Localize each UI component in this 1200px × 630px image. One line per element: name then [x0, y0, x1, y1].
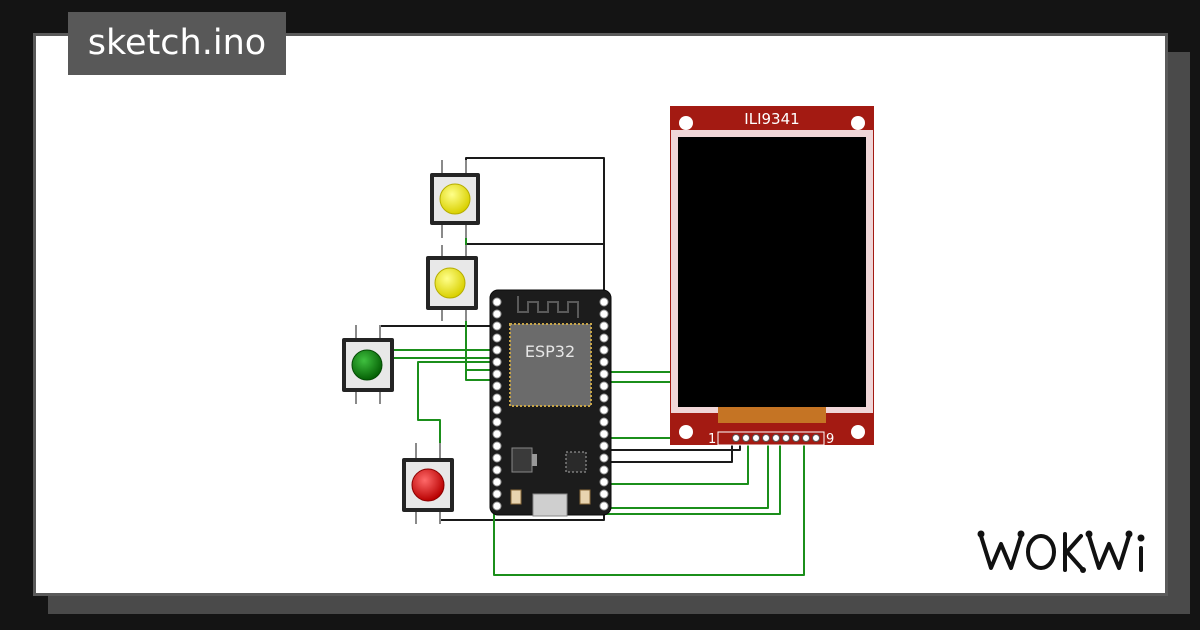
mount-hole-bl — [679, 425, 693, 439]
button-red[interactable] — [402, 443, 454, 524]
wire-green-yellow-mid — [465, 310, 498, 381]
esp32-module — [509, 323, 592, 407]
display-pin-last-label: 9 — [826, 432, 834, 447]
sketch-filename[interactable]: sketch.ino — [68, 12, 286, 75]
esp32-antenna — [517, 296, 579, 318]
esp32-led-2 — [579, 489, 591, 505]
button-yellow-top[interactable] — [430, 160, 480, 238]
display-screen — [678, 137, 866, 407]
display-model-label: ILI9341 — [744, 110, 799, 128]
esp32-usb-chip — [565, 451, 587, 473]
wire-green-tft-5 — [604, 440, 769, 509]
esp32-led — [510, 489, 522, 505]
button-green[interactable] — [342, 325, 394, 404]
wokwi-logo — [977, 530, 1145, 573]
esp32-right-pins — [599, 297, 609, 511]
wire-black-yellow-top — [465, 157, 605, 300]
wire-black-green — [379, 325, 498, 337]
mount-hole-br — [851, 425, 865, 439]
esp32-usb-port — [532, 493, 568, 517]
wire-green-tft-4 — [604, 440, 749, 485]
ili9341-display[interactable]: ILI9341 1 9 — [670, 106, 874, 447]
display-pin-first-label: 1 — [708, 432, 716, 447]
display-pins — [732, 434, 820, 442]
display-flex-cable — [718, 407, 826, 423]
esp32-board[interactable]: ESP32 — [489, 289, 612, 517]
mount-hole-tl — [679, 116, 693, 130]
wire-black-tft-led — [604, 440, 733, 463]
wire-green-tft-6 — [604, 440, 781, 515]
button-yellow-mid[interactable] — [426, 245, 478, 321]
wire-green-red — [417, 361, 498, 460]
esp32-left-pins — [492, 297, 502, 511]
esp32-chip-label: ESP32 — [525, 342, 575, 361]
wire-green-button-green-b — [379, 357, 498, 360]
esp32-regulator — [511, 447, 533, 473]
mount-hole-tr — [851, 116, 865, 130]
